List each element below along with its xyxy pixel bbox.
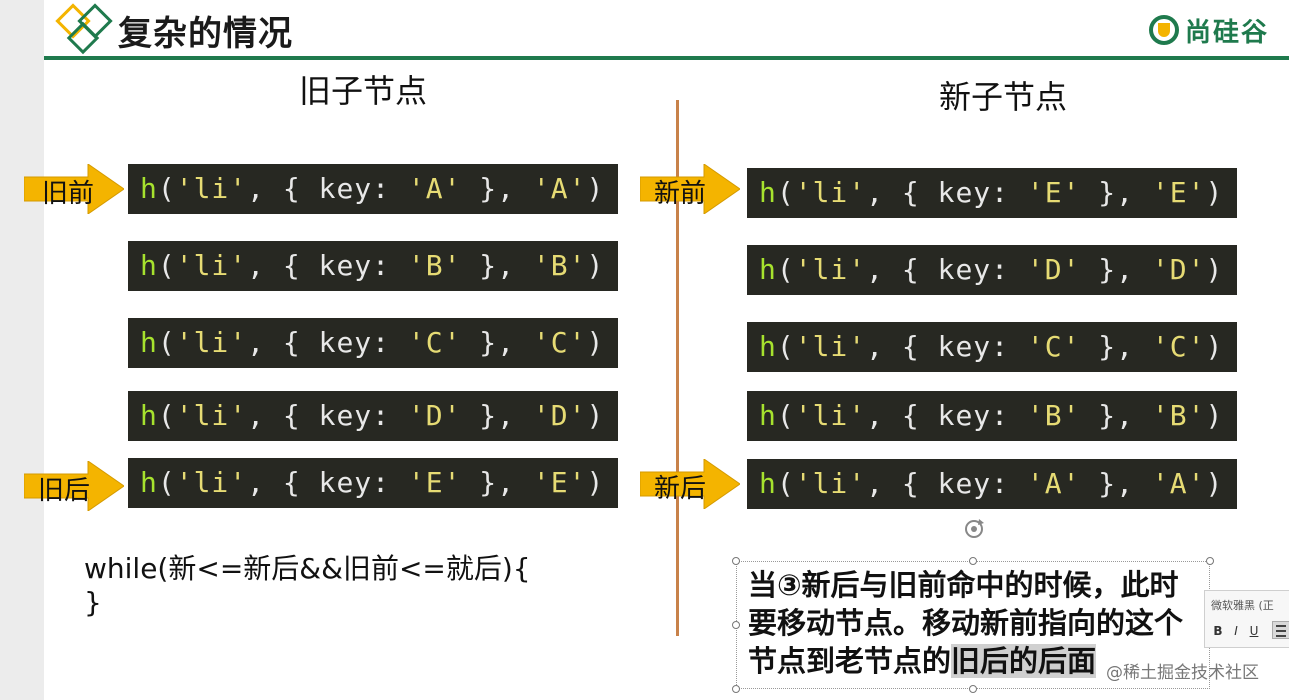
align-left-icon[interactable] <box>1272 621 1289 639</box>
column-divider <box>676 100 679 636</box>
slide-header: 复杂的情况 尚硅谷 <box>44 0 1289 60</box>
slide: 复杂的情况 尚硅谷 旧子节点 新子节点 h('li', { key: 'A' }… <box>24 0 1289 700</box>
old-start-label: 旧前 <box>42 179 95 209</box>
old-end-pointer: 旧后 <box>24 461 124 511</box>
header-underline <box>44 56 1289 60</box>
font-select[interactable]: 微软雅黑 (正 <box>1211 599 1274 612</box>
old-children-title: 旧子节点 <box>299 72 428 110</box>
rotate-handle-icon[interactable] <box>962 517 986 541</box>
note-highlight: 旧后的后面 <box>951 644 1097 678</box>
old-node-row: h('li', { key: 'A' }, 'A') <box>128 164 618 214</box>
new-start-label: 新前 <box>654 179 707 209</box>
arrow-right-icon <box>24 461 124 511</box>
resize-handle[interactable] <box>1206 557 1214 565</box>
new-children-title: 新子节点 <box>939 78 1068 116</box>
resize-handle[interactable] <box>732 557 740 565</box>
new-node-row: h('li', { key: 'D' }, 'D') <box>747 245 1237 295</box>
brand-icon <box>1148 15 1179 45</box>
old-node-row: h('li', { key: 'E' }, 'E') <box>128 458 618 508</box>
resize-handle[interactable] <box>969 685 977 693</box>
resize-handle[interactable] <box>732 621 740 629</box>
note-text: 当③新后与旧前命中的时候，此时要移动节点。移动新前指向的这个节点到老节点的 <box>748 568 1184 678</box>
new-end-pointer: 新后 <box>640 459 740 509</box>
diamond-logo-icon <box>55 3 113 55</box>
while-line-1: while(新<=新后&&旧前<=就后){ <box>84 552 531 585</box>
watermark: @稀土掘金技术社区 <box>1106 663 1259 683</box>
italic-button[interactable]: I <box>1234 624 1238 638</box>
new-node-row: h('li', { key: 'E' }, 'E') <box>747 168 1237 218</box>
page-title: 复杂的情况 <box>118 14 293 54</box>
brand-name: 尚硅谷 <box>1184 17 1269 48</box>
new-start-pointer: 新前 <box>640 164 740 214</box>
old-node-row: h('li', { key: 'B' }, 'B') <box>128 241 618 291</box>
arrow-right-icon <box>24 164 124 214</box>
new-node-row: h('li', { key: 'B' }, 'B') <box>747 391 1237 441</box>
new-node-row: h('li', { key: 'C' }, 'C') <box>747 322 1237 372</box>
arrow-right-icon <box>640 164 740 214</box>
explanation-note[interactable]: 当③新后与旧前命中的时候，此时要移动节点。移动新前指向的这个节点到老节点的旧后的… <box>748 566 1198 680</box>
arrow-right-icon <box>640 459 740 509</box>
old-node-row: h('li', { key: 'C' }, 'C') <box>128 318 618 368</box>
new-node-row: h('li', { key: 'A' }, 'A') <box>747 459 1237 509</box>
while-line-2: } <box>84 586 102 619</box>
old-node-row: h('li', { key: 'D' }, 'D') <box>128 391 618 441</box>
underline-button[interactable]: U <box>1249 624 1259 638</box>
old-start-pointer: 旧前 <box>24 164 124 214</box>
bold-button[interactable]: B <box>1213 624 1223 638</box>
new-end-label: 新后 <box>654 474 707 504</box>
brand-logo: 尚硅谷 <box>1148 10 1269 50</box>
resize-handle[interactable] <box>969 557 977 565</box>
resize-handle[interactable] <box>732 685 740 693</box>
while-loop-code: while(新<=新后&&旧前<=就后){ } <box>84 552 531 620</box>
old-end-label: 旧后 <box>38 476 91 506</box>
mini-format-toolbar: 微软雅黑 (正 B I U <box>1204 590 1289 648</box>
